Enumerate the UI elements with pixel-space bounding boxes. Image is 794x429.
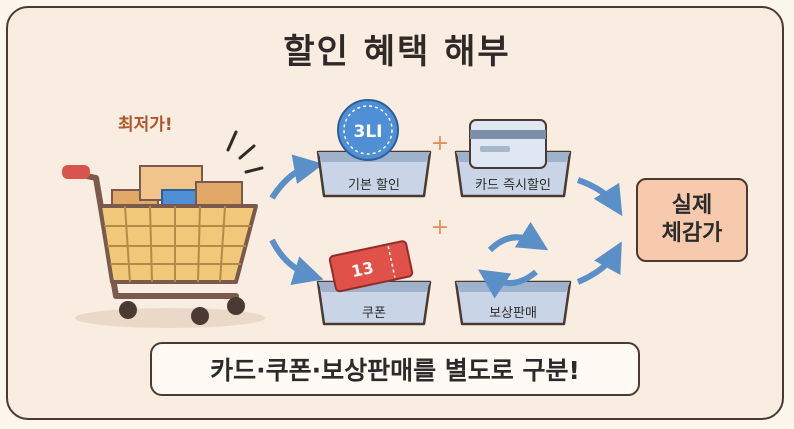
coupon-label: 쿠폰 (362, 306, 386, 321)
bottom-banner: 카드·쿠폰·보상판매를 별도로 구분! (150, 342, 640, 396)
arrow-to-basic-discount (269, 154, 324, 200)
lowest-price-tag: 최저가! (118, 115, 173, 135)
credit-card-icon (469, 119, 547, 169)
page-title: 할인 혜택 해부 (283, 32, 511, 72)
discount-badge-icon: 3LI (337, 99, 399, 161)
basic-discount-tray (316, 150, 432, 198)
exchange-arrows-icon (478, 221, 549, 299)
shopping-cart-icon (62, 165, 265, 328)
card-discount-label: 카드 즉시할인 (475, 178, 551, 193)
basic-discount-label: 기본 할인 (348, 178, 400, 193)
effective-price-box: 실제 체감가 (636, 178, 748, 262)
arrow-tradein-to-result (576, 241, 622, 285)
trade-in-label: 보상판매 (489, 306, 537, 321)
badge-text: 3LI (354, 122, 383, 142)
coupon-ticket-text: 13 (350, 258, 376, 281)
coupon-ticket-icon: 13 (328, 240, 414, 293)
plus-icon: + (431, 131, 449, 156)
sparkle-icon (226, 130, 264, 174)
arrow-to-coupon (269, 238, 324, 286)
arrow-card-to-result (576, 177, 623, 217)
plus-icon: + (431, 215, 449, 240)
